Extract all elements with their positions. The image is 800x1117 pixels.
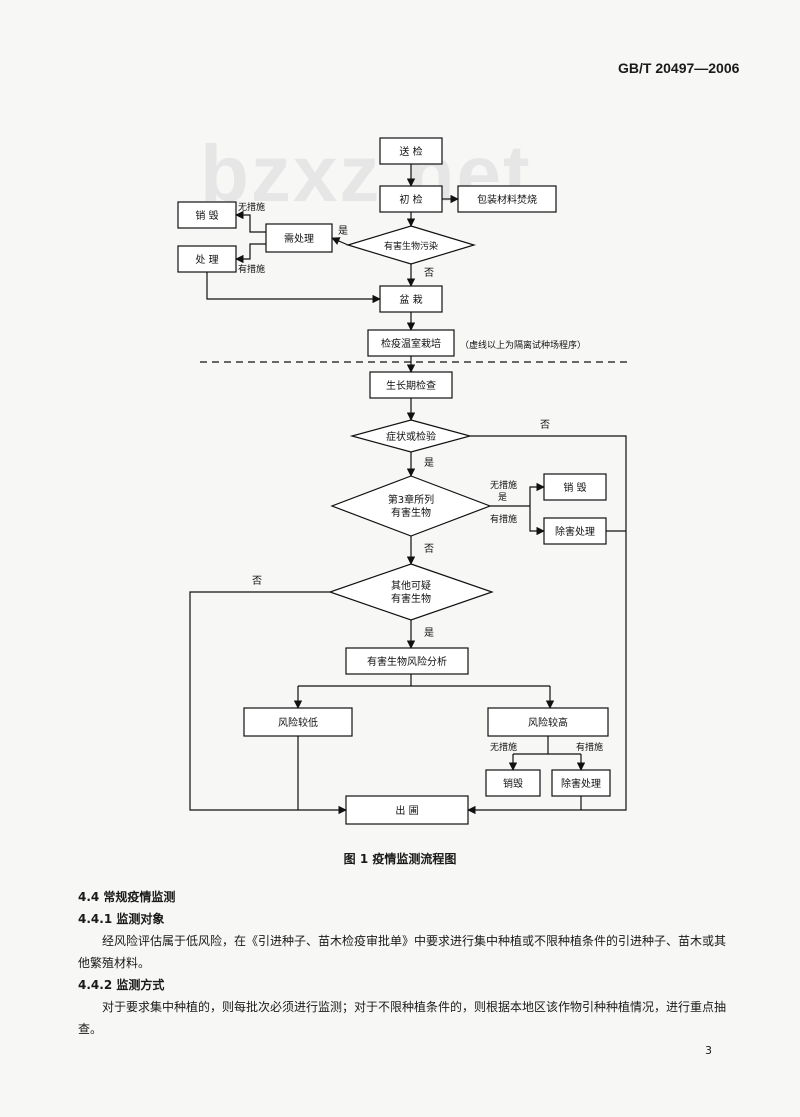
label-baozhuang: 包装材料焚烧 bbox=[477, 193, 537, 206]
label-xiaohui-low: 销毁 bbox=[503, 777, 523, 790]
label-qita-2: 有害生物 bbox=[391, 592, 431, 605]
label-chujian: 初 检 bbox=[399, 193, 422, 206]
paragraph-1: 经风险评估属于低风险，在《引进种子、苗木检疫审批单》中要求进行集中种植或不限种植… bbox=[78, 934, 727, 970]
label-di3zhang-1: 第3章所列 bbox=[388, 493, 434, 506]
label-di3zhang-2: 有害生物 bbox=[391, 506, 431, 519]
label-shi-qita: 是 bbox=[424, 627, 434, 639]
box-xu-chuli bbox=[265, 223, 333, 253]
box-chuhai-mid bbox=[543, 517, 607, 545]
label-shi-top: 是 bbox=[338, 225, 348, 237]
flowchart: 送 检 初 检 包装材料焚烧 有害生物污染 需处理 销 毁 处 理 无措施 有措… bbox=[177, 137, 630, 825]
section-heading-4-4: 4.4 常规疫情监测 bbox=[78, 890, 176, 904]
label-songjian: 送 检 bbox=[399, 145, 422, 158]
label-zhengzhuang: 症状或检验 bbox=[386, 430, 436, 443]
diamond-di3zhang bbox=[330, 475, 492, 537]
box-chuhai-low bbox=[551, 769, 611, 797]
label-shi-mid: 是 bbox=[498, 492, 507, 503]
label-xuxian-note: （虚线以上为隔离试种场程序） bbox=[460, 339, 586, 351]
label-chuhai-mid: 除害处理 bbox=[555, 525, 595, 538]
label-fou-zz: 否 bbox=[540, 419, 550, 431]
label-youhai-wuran: 有害生物污染 bbox=[384, 240, 438, 252]
label-xu-chuli: 需处理 bbox=[284, 233, 314, 245]
label-xiaohui-top: 销 毁 bbox=[195, 209, 218, 222]
box-fengxian-di bbox=[243, 707, 353, 737]
standard-number: GB/T 20497—2006 bbox=[618, 60, 740, 76]
label-fengxian-gao: 风险较高 bbox=[528, 716, 568, 729]
label-wu-cuoshi-low: 无措施 bbox=[490, 741, 517, 753]
label-fou-qita: 否 bbox=[252, 575, 262, 587]
box-shengzhang bbox=[369, 371, 453, 399]
section-heading-4-4-1: 4.4.1 监测对象 bbox=[78, 912, 165, 926]
label-qita-1: 其他可疑 bbox=[391, 579, 431, 592]
page-number: 3 bbox=[705, 1044, 712, 1057]
label-wu-cuoshi-mid: 无措施 bbox=[490, 479, 517, 491]
label-wenshi: 检疫温室栽培 bbox=[381, 337, 441, 350]
label-you-cuoshi-mid: 有措施 bbox=[490, 513, 517, 525]
section-heading-4-4-2: 4.4.2 监测方式 bbox=[78, 978, 165, 992]
figure-caption: 图 1 疫情监测流程图 bbox=[343, 852, 457, 866]
diamond-qita bbox=[328, 563, 494, 621]
label-chuli: 处 理 bbox=[195, 254, 218, 266]
label-fou-d3: 否 bbox=[424, 543, 434, 555]
label-fengxian-di: 风险较低 bbox=[278, 716, 318, 729]
label-you-cuoshi-top: 有措施 bbox=[238, 263, 265, 275]
label-chupu: 出 圃 bbox=[395, 804, 418, 817]
box-xiaohui-low bbox=[485, 769, 541, 797]
label-you-cuoshi-low: 有措施 bbox=[576, 741, 603, 753]
label-fou-top: 否 bbox=[424, 267, 434, 279]
label-fengxian-fenxi: 有害生物风险分析 bbox=[367, 655, 447, 668]
label-xiaohui-mid: 销 毁 bbox=[563, 481, 586, 494]
box-songjian bbox=[379, 137, 443, 165]
label-penzai: 盆 栽 bbox=[399, 293, 422, 306]
label-wu-cuoshi-top: 无措施 bbox=[238, 201, 265, 213]
label-chuhai-low: 除害处理 bbox=[561, 777, 601, 790]
box-xiaohui-top bbox=[177, 201, 237, 229]
label-shengzhang: 生长期检查 bbox=[386, 379, 436, 392]
label-shi-zz: 是 bbox=[424, 457, 434, 469]
paragraph-2: 对于要求集中种植的，则每批次必须进行监测；对于不限种植条件的，则根据本地区该作物… bbox=[78, 1000, 727, 1036]
